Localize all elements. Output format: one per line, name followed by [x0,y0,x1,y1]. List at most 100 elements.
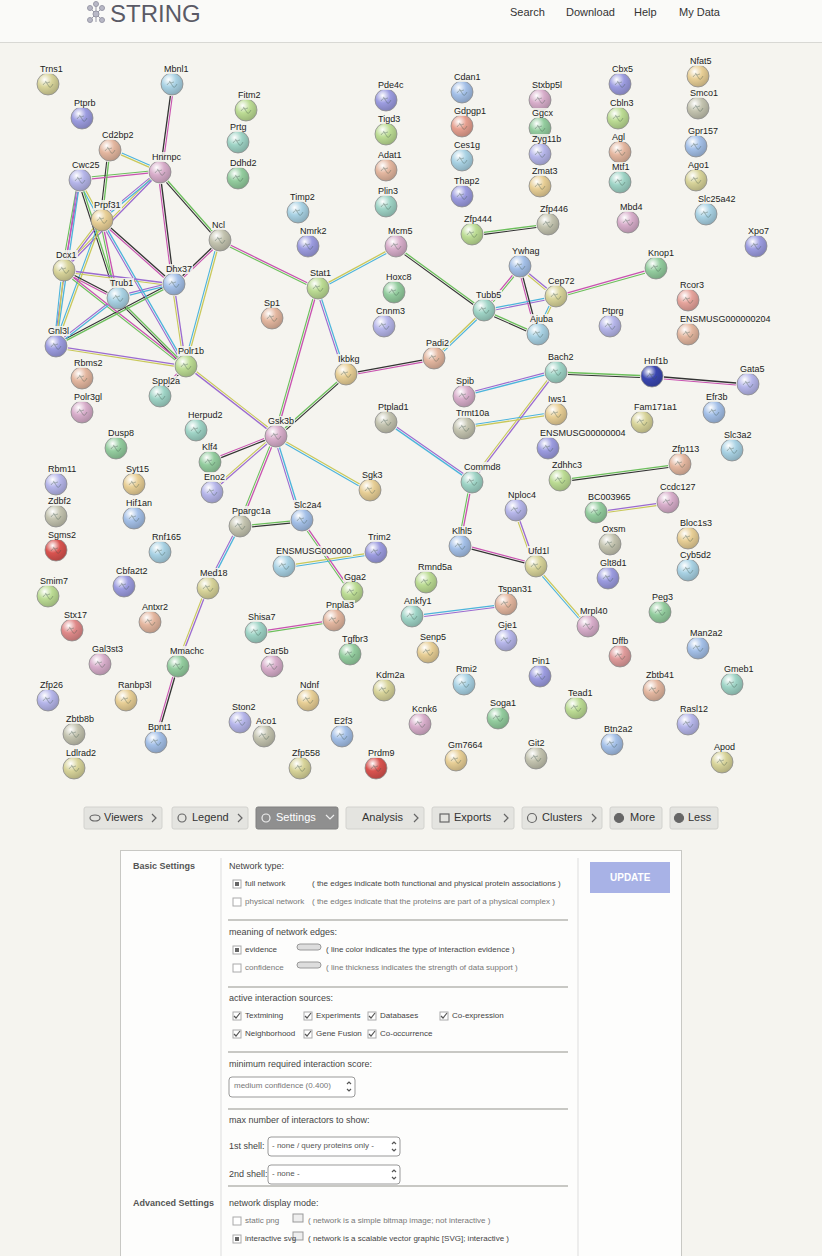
protein-node: Sgk3 [358,478,382,502]
protein-label: Ptprb [73,98,97,108]
protein-node: ENSMUSG000000 [272,554,296,578]
evidence-line [330,253,387,284]
protein-node: Dcx1 [52,258,76,282]
protein-node: Antxr2 [138,610,162,634]
evidence-line [243,446,270,514]
update-button: UPDATE [610,872,650,884]
protein-bubble [524,554,548,578]
protein-label: Zdbf2 [47,496,72,506]
protein-node: Mmachc [166,654,190,678]
protein-bubble [676,558,700,582]
option-label: confidence [245,963,284,973]
nav-link: My Data [679,6,720,19]
evidence-line [478,380,547,471]
protein-label: Trub1 [109,278,134,288]
protein-bubble [36,584,60,608]
protein-node: Klf4 [198,450,222,474]
edge-style-icons [293,944,321,1240]
protein-label: Smim7 [39,576,69,586]
evidence-line [568,273,645,295]
protein-node: Iws1 [544,402,568,426]
protein-node: Aco1 [252,724,276,748]
protein-label: Btn2a2 [603,724,634,734]
settings-panel [121,851,682,1256]
protein-node: Tigd3 [374,122,398,146]
protein-label: BC003965 [587,492,632,502]
interaction-edge [484,226,536,233]
evidence-line [164,96,173,160]
protein-bubble [228,710,252,734]
protein-label: Hnrnpc [151,152,182,162]
protein-label: Hnf1b [643,356,669,366]
protein-bubble [70,400,94,424]
protein-label: Nploc4 [507,490,537,500]
protein-bubble [544,360,568,384]
protein-bubble [686,96,710,120]
protein-node: Apod [710,750,734,774]
field-label: network display mode: [229,1198,319,1209]
protein-label: Iws1 [547,394,568,404]
protein-bubble [668,452,692,476]
protein-node: Senp5 [416,640,440,664]
protein-node: Cyb5d2 [676,558,700,582]
option-label: Co-expression [452,1011,504,1021]
protein-bubble [644,256,668,280]
protein-bubble [166,654,190,678]
protein-node: Rcor3 [676,288,700,312]
protein-label: Gal3st3 [91,644,124,654]
interaction-edge [73,277,176,358]
protein-node: Hif1an [122,506,146,530]
protein-bubble [640,364,664,388]
protein-label: Pin1 [531,656,551,666]
protein-bubble [252,724,276,748]
protein-bubble [62,722,86,746]
protein-label: Ccdc127 [659,482,697,492]
protein-node: Slc2a4 [290,508,314,532]
protein-node: Fam171a1 [630,410,654,434]
protein-label: Glt8d1 [599,558,628,568]
option-note: ( line thickness indicates the strength … [326,963,518,973]
protein-node: Rbms2 [70,366,94,390]
protein-bubble [600,732,624,756]
protein-node: Zbtb41 [642,678,666,702]
protein-label: Pde4c [377,80,405,90]
interaction-edge [221,444,267,484]
protein-bubble [138,610,162,634]
protein-node: Ldlrad2 [62,756,86,780]
protein-label: Cwc25 [71,160,101,170]
protein-node: Tubb5 [472,298,496,322]
protein-node: Cdan1 [450,80,474,104]
protein-node: Tgfbr3 [338,642,362,666]
protein-node: Zdbf2 [44,504,68,528]
protein-label: Cbfa2t2 [115,566,149,576]
protein-node: Smim7 [36,584,60,608]
protein-node: Ranbp3l [114,688,138,712]
protein-bubble [208,228,232,252]
protein-label: Fam171a1 [633,402,678,412]
logo-icon [88,2,105,23]
protein-node: Stx17 [60,618,84,642]
protein-node: Nfat5 [686,64,710,88]
protein-bubble [450,184,474,208]
protein-bubble [272,554,296,578]
protein-label: Klf4 [201,442,219,452]
protein-node: Hnrnpc [148,160,172,184]
protein-bubble [374,194,398,218]
protein-node: Sppl2a [148,384,172,408]
protein-label: Apod [713,742,736,752]
protein-bubble [544,402,568,426]
interaction-edge [252,521,290,525]
protein-bubble [548,468,572,492]
protein-label: Thap2 [453,176,481,186]
protein-node: Cd2bp2 [98,138,122,162]
protein-bubble [60,618,84,642]
protein-node: Prtg [226,130,250,154]
interaction-edge [231,245,307,282]
interaction-edge [572,466,668,479]
protein-label: Trim2 [367,532,392,542]
protein-label: Hoxc8 [385,272,413,282]
protein-label: Sgms2 [47,530,77,540]
select-value: medium confidence (0.400) [234,1081,331,1091]
evidence-line [405,255,474,305]
protein-label: Ptprg [601,306,625,316]
